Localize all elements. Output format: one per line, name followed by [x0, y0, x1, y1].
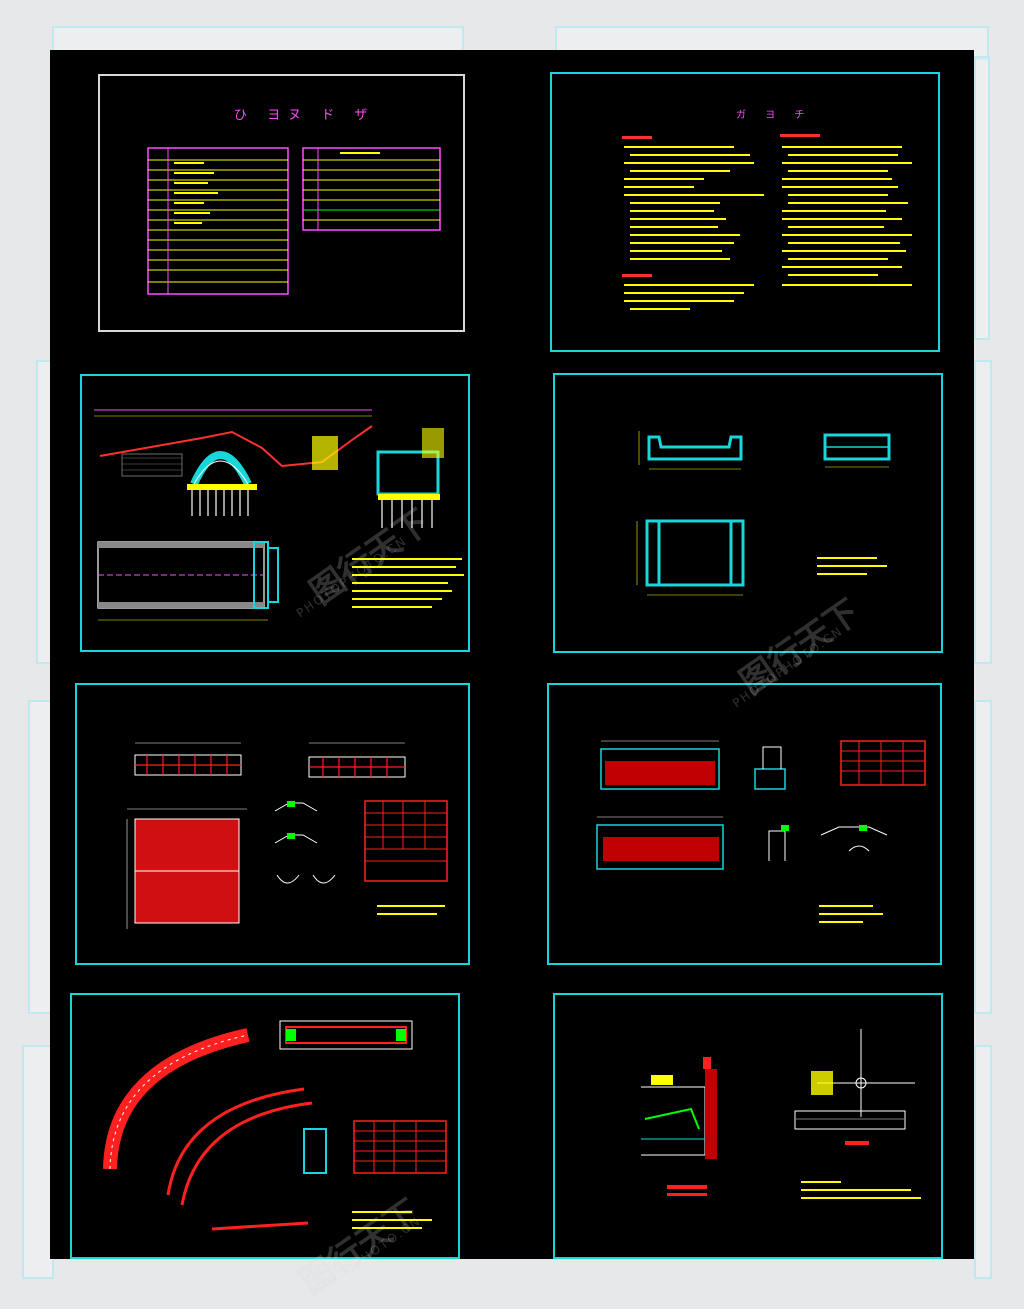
cap-rebar-drawing	[596, 740, 926, 923]
sheet-cover-index[interactable]: ひ ヨヌ ド ザ	[98, 74, 465, 332]
index-tables	[147, 147, 441, 295]
sheet-slab-reinforcement[interactable]	[75, 683, 470, 965]
sheet-abutment-details[interactable]	[553, 373, 943, 653]
notes-text-blocks	[622, 134, 912, 310]
sheet-arch-ring[interactable]	[70, 993, 460, 1259]
background-sheet	[974, 56, 990, 340]
background-sheet	[974, 360, 992, 664]
sheet-cap-reinforcement[interactable]	[547, 683, 942, 965]
sheet-design-notes[interactable]: ガ ヨ チ	[550, 72, 940, 352]
notes-title: ガ ヨ チ	[736, 110, 813, 121]
background-sheet	[974, 1045, 992, 1279]
slab-rebar-drawing	[126, 742, 448, 929]
bridge-elevation-drawing	[94, 409, 464, 621]
cover-title: ひ ヨヌ ド ザ	[234, 108, 376, 123]
background-sheet	[974, 700, 992, 1014]
railing-drawing	[641, 1029, 921, 1199]
background-sheet	[28, 700, 54, 1014]
sheet-railing-details[interactable]	[553, 993, 943, 1259]
abutment-drawing	[636, 431, 891, 596]
drawing-canvas: ひ ヨヌ ド ザ	[50, 50, 974, 1303]
arch-ring-drawing	[103, 1020, 447, 1231]
sheet-bridge-elevation[interactable]	[80, 374, 470, 652]
